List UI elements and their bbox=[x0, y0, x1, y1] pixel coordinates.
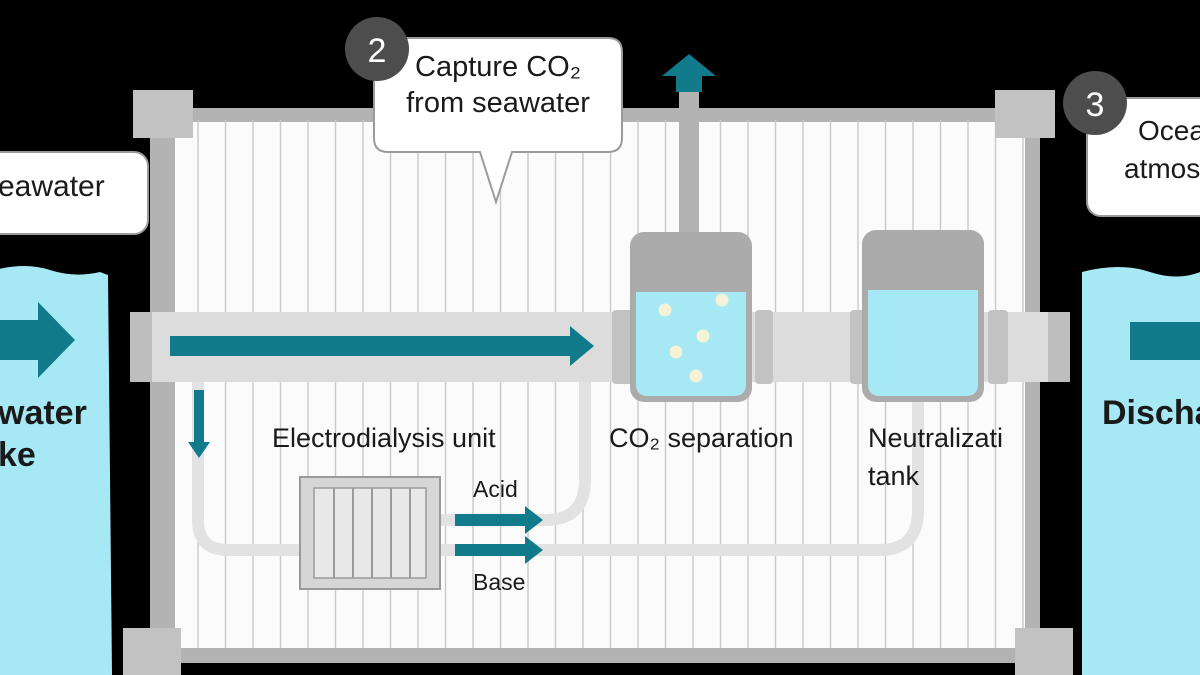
step2-callout-line-1: Capture CO₂ bbox=[415, 51, 581, 83]
left-callout: eawater bbox=[0, 151, 149, 235]
discharge-column: Discha bbox=[1082, 267, 1200, 675]
neutralization-label-line-1: Neutralizati bbox=[868, 423, 1003, 453]
acid-arrow-icon bbox=[455, 506, 543, 534]
step2-badge-number: 2 bbox=[368, 32, 387, 70]
step2-badge bbox=[345, 17, 409, 81]
discharge-arrow-icon bbox=[1130, 322, 1200, 360]
bubble-icon bbox=[696, 329, 710, 343]
base-arrow-icon bbox=[455, 536, 543, 564]
step3-badge-number: 3 bbox=[1086, 86, 1105, 124]
seawater-intake-column: water ke bbox=[0, 266, 112, 675]
step2-callout: Capture CO₂ from seawater 2 bbox=[345, 17, 623, 206]
electrodialysis-label: Electrodialysis unit bbox=[272, 423, 496, 453]
down-flow-arrow-icon bbox=[188, 390, 210, 458]
co2-separation-tank bbox=[630, 232, 752, 402]
step2-callout-line-2: from seawater bbox=[406, 87, 590, 119]
bubble-icon bbox=[658, 303, 672, 317]
vent-arrow-icon bbox=[662, 54, 716, 92]
co2-separation-label: CO₂ separation bbox=[609, 423, 794, 453]
bubble-icon bbox=[715, 293, 729, 307]
step3-callout-line-1: Ocea bbox=[1138, 115, 1200, 146]
step3-callout-line-2: atmos bbox=[1124, 153, 1200, 184]
left-callout-text: eawater bbox=[0, 170, 105, 203]
bubble-icon bbox=[689, 369, 703, 383]
acid-label: Acid bbox=[473, 476, 518, 502]
base-label: Base bbox=[473, 569, 525, 595]
main-flow-arrow-icon bbox=[170, 326, 594, 366]
electrodialysis-unit bbox=[299, 476, 441, 590]
discharge-label: Discha bbox=[1102, 394, 1200, 432]
step3-badge bbox=[1063, 71, 1127, 135]
neutralization-label-line-2: tank bbox=[868, 461, 920, 491]
step3-callout: Ocea atmos 3 bbox=[1063, 71, 1200, 217]
intake-label-line-2: ke bbox=[0, 436, 36, 474]
side-piping bbox=[192, 382, 924, 556]
intake-label-line-1: water bbox=[0, 394, 87, 432]
intake-arrow-icon bbox=[0, 302, 75, 378]
bubble-icon bbox=[669, 345, 683, 359]
vent bbox=[662, 54, 716, 242]
neutralization-tank bbox=[862, 230, 984, 402]
